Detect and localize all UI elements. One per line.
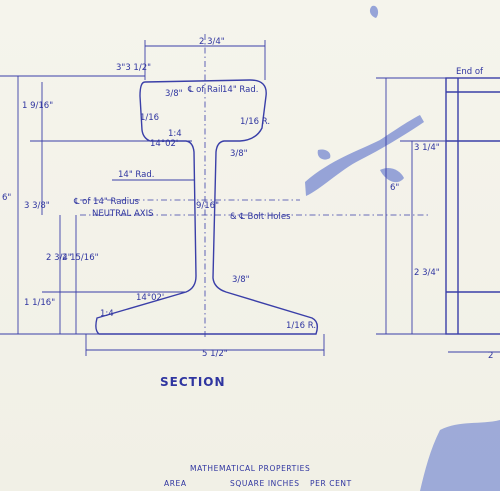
section-title: SECTION xyxy=(160,375,226,389)
angle-bottom-label: 14°02' xyxy=(136,293,164,303)
head-width-label: 2 3/4" xyxy=(199,37,225,47)
base-fillet-label: 1/16 R. xyxy=(286,321,316,331)
head-fillet-left: 1/16 xyxy=(140,113,159,123)
fillet-r-label: 1/16 R. xyxy=(240,117,270,127)
col-area: AREA xyxy=(164,479,187,488)
head-radius-14-label: 14" Rad. xyxy=(222,85,258,95)
head-corner-label: 3"3 1/2" xyxy=(116,63,151,73)
elevation-view xyxy=(445,77,500,335)
neutral-axis-label: NEUTRAL AXIS xyxy=(92,209,154,219)
base-width-label: 5 1/2" xyxy=(202,349,228,359)
head-radius-label: 3/8" xyxy=(230,149,248,159)
col-per-cent: PER CENT xyxy=(310,479,352,488)
end-of-label: End of xyxy=(456,67,484,77)
right-6-label: 6" xyxy=(390,183,399,193)
ink-stain-bottom xyxy=(420,420,500,491)
web-radius-14-label: 14" Rad. xyxy=(118,170,154,180)
angle-top-label: 14°02' xyxy=(150,139,178,149)
slope-1-4-label: 1:4 xyxy=(168,129,182,139)
properties-title: MATHEMATICAL PROPERTIES xyxy=(190,464,310,473)
left-2-3-4: 2 3/4" xyxy=(46,253,72,263)
cl-14-radius-label: ℄ of 14" Radius xyxy=(73,197,140,207)
left-head-depth: 1 9/16" xyxy=(22,101,53,111)
left-2-15-16: 2 15/16" xyxy=(62,253,99,263)
ink-stain xyxy=(305,5,424,196)
left-3-3-8: 3 3/8" xyxy=(24,201,50,211)
right-3-1-4-label: 3 1/4" xyxy=(414,143,440,153)
right-2-3-4-label: 2 3/4" xyxy=(414,268,440,278)
slope-1-4-lower-label: 1:4 xyxy=(100,309,114,319)
cl-rail-label: ℄ of Rail xyxy=(187,85,223,95)
bolt-holes-label: & ℄ Bolt Holes xyxy=(230,212,291,222)
left-total-height: 6" xyxy=(2,193,11,203)
bottom-right-2: 2 xyxy=(488,351,493,361)
bolt-spacing-label: 9/16" xyxy=(196,201,219,211)
head-radius-small: 3/8" xyxy=(165,89,183,99)
rail-profile xyxy=(95,79,319,335)
left-1-1-16: 1 1/16" xyxy=(24,298,55,308)
col-square-inches: SQUARE INCHES xyxy=(230,479,300,488)
web-radius-lower-label: 3/8" xyxy=(232,275,250,285)
